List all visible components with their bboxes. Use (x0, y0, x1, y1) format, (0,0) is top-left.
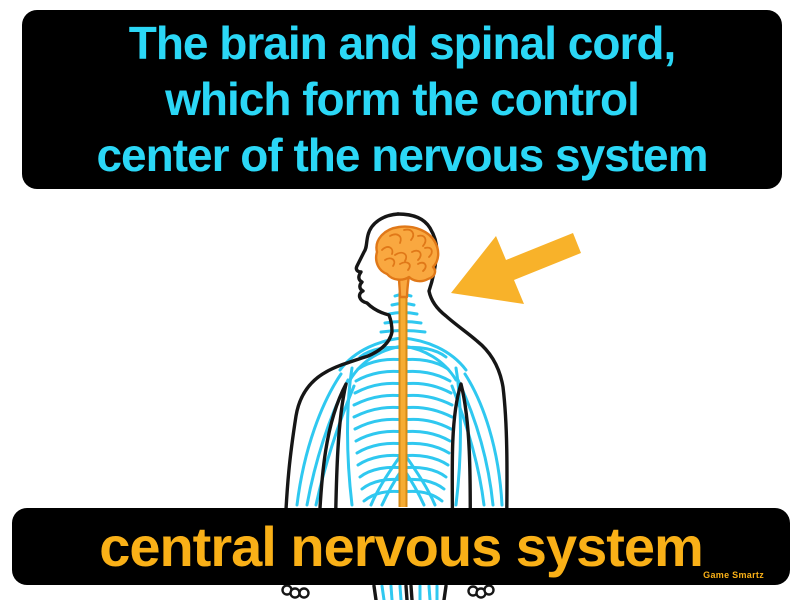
brain (374, 225, 440, 299)
definition-line-1: The brain and spinal cord, (128, 17, 677, 69)
definition-line-2: which form the control (165, 73, 640, 125)
watermark-logo: Game Smartz (703, 570, 764, 580)
term-banner: central nervous system Game Smartz (12, 508, 790, 585)
pointer-arrow-icon (451, 233, 581, 304)
body-outline (282, 212, 509, 600)
definition-line-3: center of the nervous system (96, 129, 708, 181)
brain-gyri (381, 228, 433, 272)
definition-banner: The brain and spinal cord, which form th… (22, 10, 782, 189)
term-label: central nervous system (99, 515, 704, 578)
hand-fingertips (281, 584, 495, 599)
